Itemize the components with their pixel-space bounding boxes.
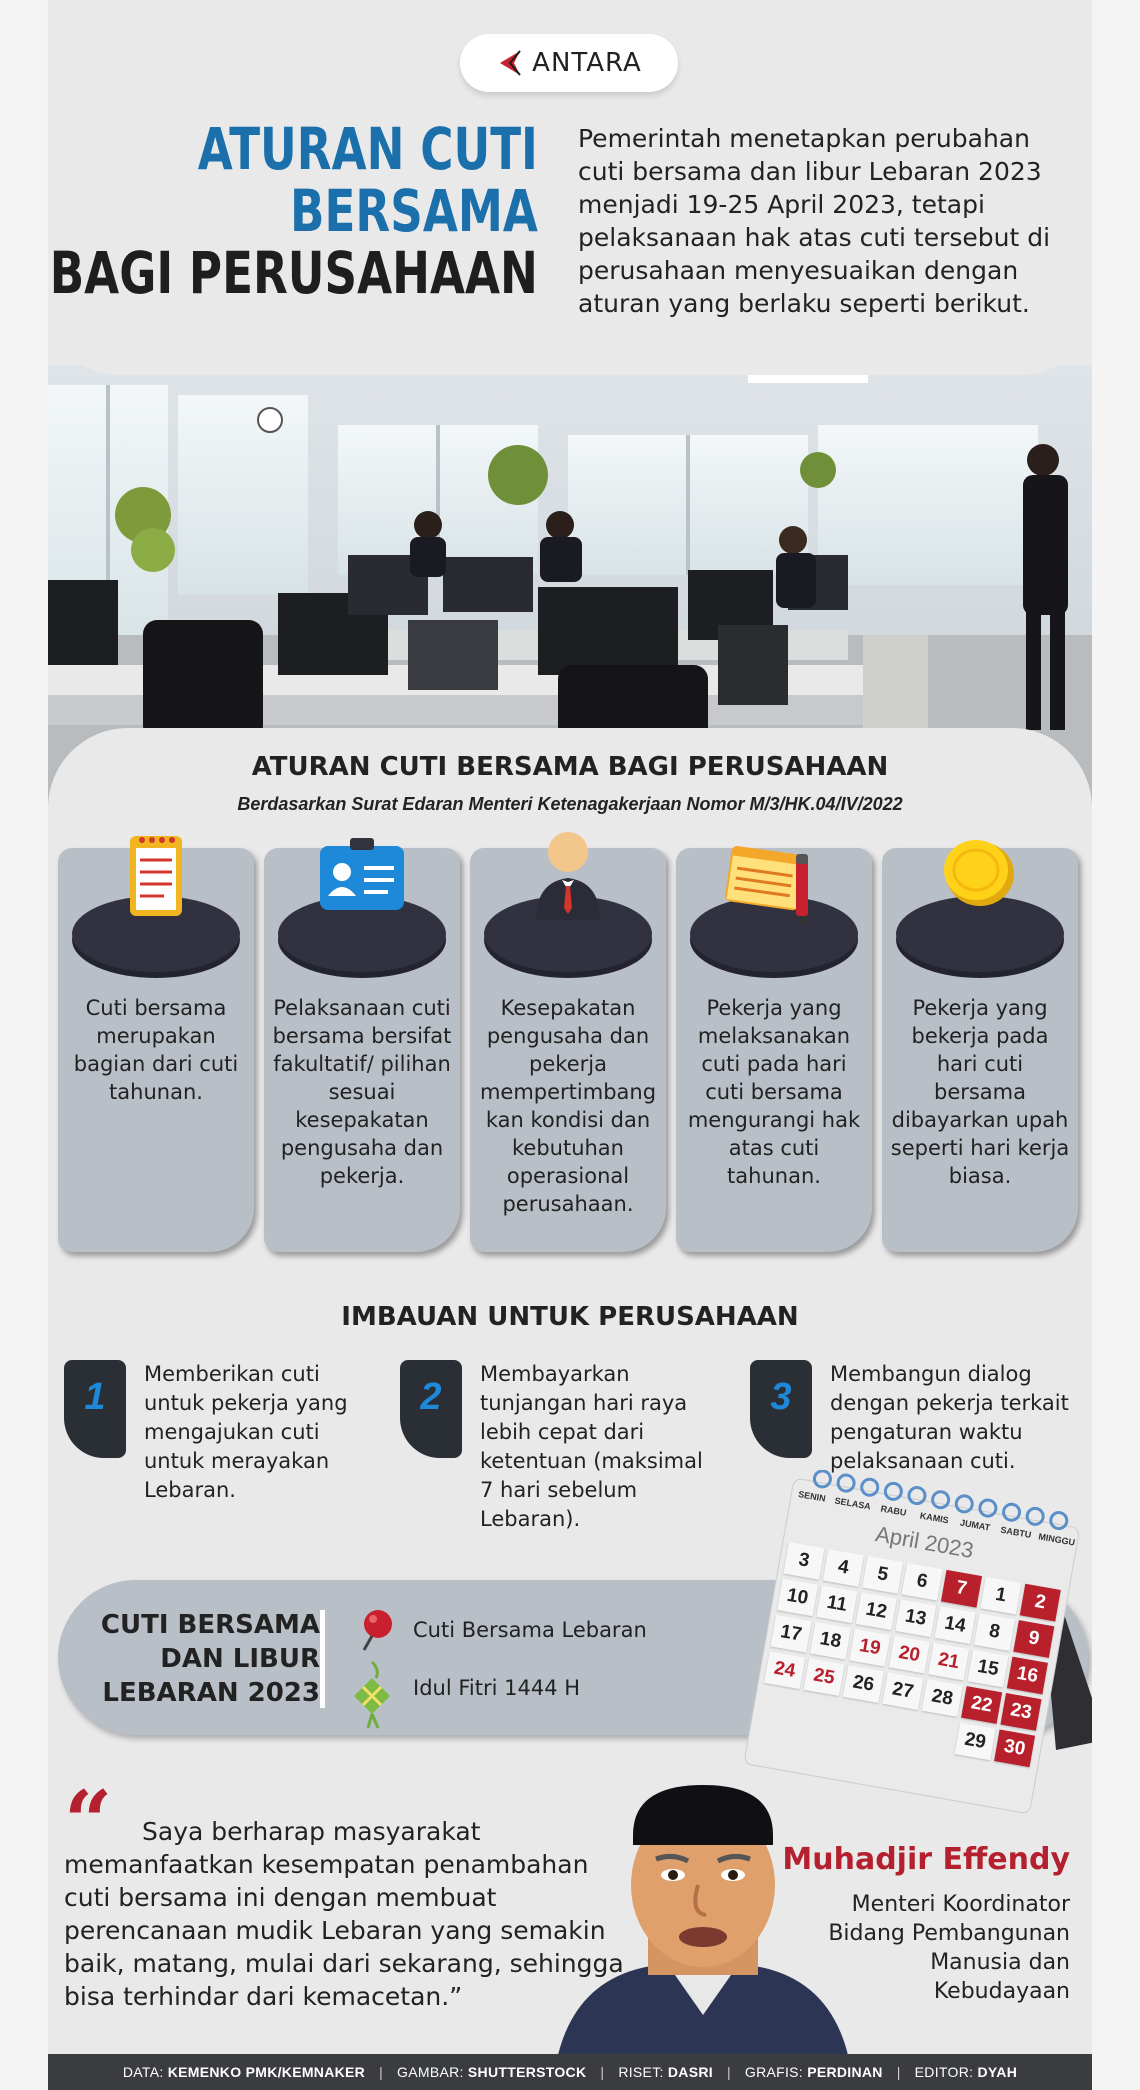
office-photo bbox=[48, 365, 1092, 810]
calendar-day: 3 bbox=[783, 1542, 825, 1580]
calendar-day: 6 bbox=[901, 1562, 943, 1601]
header: ANTARA ATURAN CUTI BERSAMA BAGI PERUSAHA… bbox=[48, 0, 1092, 375]
calendar-day: 2 bbox=[1019, 1583, 1061, 1622]
calendar-day bbox=[758, 1688, 799, 1726]
calendar-day: 12 bbox=[855, 1592, 897, 1631]
rule-text-3: Kesepakatan pengusaha dan pekerja memper… bbox=[479, 996, 657, 1216]
page-title: ATURAN CUTI BERSAMA BAGI PERUSAHAAN bbox=[50, 118, 538, 304]
calendar-day: 20 bbox=[888, 1635, 930, 1674]
imbauan-text-1: Memberikan cuti untuk pekerja yang menga… bbox=[144, 1362, 348, 1502]
imbauan-number-3: 3 bbox=[770, 1376, 792, 1418]
quote-mark-icon: “ bbox=[64, 1772, 113, 1871]
title-line-1: ATURAN CUTI bbox=[197, 115, 539, 183]
weekday-label: KAMIS bbox=[919, 1510, 950, 1526]
calendar-day: 10 bbox=[776, 1578, 818, 1617]
calendar-day: 26 bbox=[842, 1665, 884, 1704]
rule-card-5: Pekerja yang bekerja pada hari cuti bers… bbox=[882, 840, 1078, 1252]
red-pin-icon bbox=[362, 1610, 392, 1651]
rule-card-1: Cuti bersama merupakan bagian dari cuti … bbox=[58, 836, 254, 1252]
calendar-day: 16 bbox=[1006, 1656, 1048, 1695]
person-role: Menteri Koordinator Bidang Pembangunan M… bbox=[828, 1892, 1070, 2004]
calendar-day: 7 bbox=[940, 1569, 982, 1608]
imbauan-number-2: 2 bbox=[420, 1376, 442, 1418]
calendar-day: 5 bbox=[862, 1555, 904, 1594]
calendar-day bbox=[797, 1695, 838, 1733]
legend-cuti-bersama: Cuti Bersama Lebaran bbox=[413, 1618, 647, 1642]
rules-subheading: Berdasarkan Surat Edaran Menteri Ketenag… bbox=[237, 794, 903, 814]
calendar-day: 1 bbox=[980, 1576, 1022, 1615]
rules-heading: ATURAN CUTI BERSAMA BAGI PERUSAHAAN bbox=[251, 752, 889, 782]
imbauan-text-2: Membayarkan tunjangan hari raya lebih ce… bbox=[480, 1362, 703, 1531]
coin-icon bbox=[944, 840, 1014, 906]
intro-text: Pemerintah menetapkan perubahan cuti ber… bbox=[578, 124, 1051, 318]
calendar-day bbox=[876, 1709, 917, 1747]
calendar-day: 19 bbox=[849, 1628, 891, 1667]
rule-card-3: Kesepakatan pengusaha dan pekerja memper… bbox=[470, 832, 666, 1252]
divider bbox=[320, 1610, 325, 1708]
portrait-illustration bbox=[558, 1785, 848, 2055]
calendar-day: 24 bbox=[764, 1651, 806, 1690]
calendar-day: 18 bbox=[809, 1621, 851, 1660]
imbauan-number-1: 1 bbox=[84, 1376, 106, 1418]
rule-text-5: Pekerja yang bekerja pada hari cuti bers… bbox=[890, 996, 1070, 1188]
credit-research: RISET: DASRI bbox=[618, 2064, 713, 2080]
calendar-day: 30 bbox=[994, 1729, 1036, 1768]
calendar-day: 27 bbox=[882, 1672, 924, 1710]
calendar-day: 13 bbox=[895, 1599, 937, 1638]
credit-graphic: GRAFIS: PERDINAN bbox=[744, 2064, 883, 2080]
credit-image: GAMBAR: SHUTTERSTOCK bbox=[397, 2064, 587, 2080]
id-card-icon bbox=[320, 838, 404, 910]
brand-name: ANTARA bbox=[532, 48, 642, 78]
calendar-day: 28 bbox=[921, 1679, 963, 1717]
weekday-label: JUMAT bbox=[959, 1517, 991, 1533]
rule-card-2: Pelaksanaan cuti bersama bersifat fakult… bbox=[264, 838, 460, 1252]
calendar-day: 8 bbox=[973, 1613, 1015, 1651]
weekday-label: SELASA bbox=[833, 1495, 872, 1512]
notepad-icon bbox=[130, 836, 182, 916]
calendar-day: 15 bbox=[967, 1649, 1009, 1688]
calendar-day: 23 bbox=[1000, 1693, 1042, 1731]
weekday-label: MINGGU bbox=[1037, 1531, 1076, 1548]
brand-logo: ANTARA bbox=[460, 34, 678, 92]
imbauan-heading: IMBAUAN UNTUK PERUSAHAAN bbox=[341, 1302, 799, 1332]
calendar-day: 25 bbox=[803, 1658, 845, 1697]
weekday-label: SENIN bbox=[797, 1489, 827, 1504]
imbauan-text-3: Membangun dialog dengan pekerja terkait … bbox=[830, 1362, 1069, 1473]
weekday-label: SABTU bbox=[999, 1524, 1033, 1540]
credit-data: DATA: KEMENKO PMK/KEMNAKER bbox=[122, 2064, 366, 2080]
calendar-day: 22 bbox=[961, 1686, 1003, 1724]
rule-text-4: Pekerja yang melaksanakan cuti pada hari… bbox=[687, 996, 861, 1188]
calendar-day: 9 bbox=[1013, 1620, 1055, 1658]
lebaran-title: CUTI BERSAMA DAN LIBUR LEBARAN 2023 bbox=[100, 1610, 320, 1708]
title-line-3: BAGI PERUSAHAAN bbox=[49, 239, 538, 307]
rule-card-4: Pekerja yang melaksanakan cuti pada hari… bbox=[676, 846, 872, 1252]
calendar-day: 14 bbox=[934, 1606, 976, 1645]
rule-text-1: Cuti bersama merupakan bagian dari cuti … bbox=[73, 996, 239, 1104]
quote-text: Saya berharap masyarakat memanfaatkan ke… bbox=[64, 1817, 624, 2011]
antara-logo-icon bbox=[500, 50, 521, 76]
weekday-label: RABU bbox=[879, 1503, 908, 1518]
calendar-day bbox=[915, 1716, 956, 1754]
calendar-day: 21 bbox=[928, 1642, 970, 1681]
credit-editor: EDITOR: DYAH bbox=[914, 2064, 1018, 2080]
infographic: ANTARA ATURAN CUTI BERSAMA BAGI PERUSAHA… bbox=[48, 0, 1092, 2090]
businessman-icon bbox=[536, 832, 600, 920]
calendar-day: 11 bbox=[816, 1585, 858, 1624]
legend-idul-fitri: Idul Fitri 1444 H bbox=[413, 1676, 581, 1700]
title-line-2: BERSAMA bbox=[290, 177, 538, 245]
credits-footer: DATA: KEMENKO PMK/KEMNAKER | GAMBAR: SHU… bbox=[48, 2054, 1092, 2090]
calendar-day: 17 bbox=[770, 1614, 812, 1653]
calendar-pen-icon bbox=[725, 846, 808, 926]
ketupat-icon bbox=[354, 1660, 390, 1729]
rule-text-2: Pelaksanaan cuti bersama bersifat fakult… bbox=[272, 996, 452, 1188]
person-name: Muhadjir Effendy bbox=[782, 1842, 1070, 1877]
calendar-day bbox=[836, 1702, 877, 1740]
calendar-day: 4 bbox=[822, 1548, 864, 1587]
calendar-day: 29 bbox=[954, 1722, 996, 1761]
